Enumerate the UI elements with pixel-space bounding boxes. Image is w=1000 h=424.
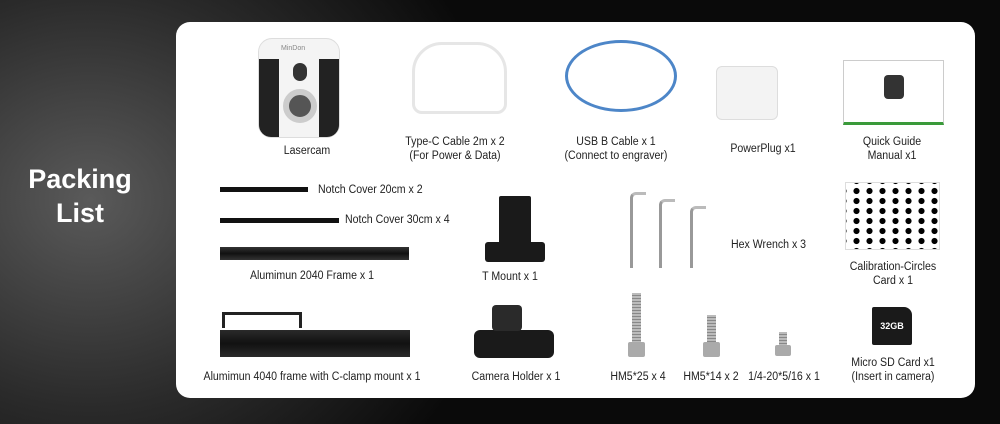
t-mount-base (485, 242, 545, 262)
hex-wrench-image (690, 206, 706, 268)
lasercam-brand: MinDon (281, 45, 306, 52)
calibration-card-image (845, 182, 940, 250)
guide-label-2: Manual x1 (867, 150, 917, 162)
hm514-label: HM5*14 x 2 (683, 371, 739, 383)
notch-cover-20-image (220, 187, 308, 192)
usbb-label-1: USB B Cable x 1 (576, 136, 656, 148)
hm5-14-bolt-image (707, 315, 716, 343)
power-plug-image (716, 66, 778, 120)
typec-label-1: Type-C Cable 2m x 2 (405, 136, 505, 148)
notch-cover-30-image (220, 218, 339, 223)
t-mount-image (499, 196, 531, 246)
heading-line1: Packing (28, 164, 132, 194)
holder-clamp (492, 305, 522, 331)
frame-4040-clamp-image (220, 330, 410, 357)
holder-label: Camera Holder x 1 (471, 371, 561, 383)
usbb-label-2: (Connect to engraver) (564, 150, 668, 162)
hex-label: Hex Wrench x 3 (731, 239, 807, 251)
powerplug-label: PowerPlug x1 (730, 143, 796, 155)
bolt-head (703, 342, 720, 357)
camera-holder-image (474, 330, 554, 358)
screw-head (775, 345, 791, 356)
hex-wrench-image (659, 199, 675, 268)
notch30-label: Notch Cover 30cm x 4 (345, 214, 450, 226)
sd-label-1: Micro SD Card x1 (851, 357, 935, 369)
hm5-25-bolt-image (632, 293, 641, 343)
bolt-head (628, 342, 645, 357)
screw-label: 1/4-20*5/16 x 1 (748, 371, 820, 383)
lasercam-image: MinDon (258, 38, 340, 138)
quick-guide-image (843, 60, 944, 125)
frame-2040-image (220, 247, 409, 260)
lasercam-label: Lasercam (283, 145, 331, 157)
typec-cable-image (412, 42, 507, 114)
screw-image (779, 332, 787, 346)
typec-label-2: (For Power & Data) (409, 150, 501, 162)
sd-capacity: 32GB (880, 321, 904, 331)
c-clamp (222, 312, 302, 328)
sd-label-2: (Insert in camera) (851, 371, 935, 383)
guide-label-1: Quick Guide (862, 136, 922, 148)
frame2040-label: Alumimun 2040 Frame x 1 (249, 270, 375, 282)
notch20-label: Notch Cover 20cm x 2 (318, 184, 423, 196)
hm525-label: HM5*25 x 4 (610, 371, 666, 383)
frame4040-label: Alumimun 4040 frame with C-clamp mount x… (203, 371, 421, 383)
usb-b-cable-image (565, 40, 677, 112)
hex-wrench-image (630, 192, 646, 268)
sd-card-image: 32GB (872, 307, 912, 345)
calib-label-2: Card x 1 (873, 275, 913, 287)
tmount-label: T Mount x 1 (482, 271, 538, 283)
calib-label-1: Calibration-Circles (849, 261, 937, 273)
heading-line2: List (55, 198, 104, 228)
